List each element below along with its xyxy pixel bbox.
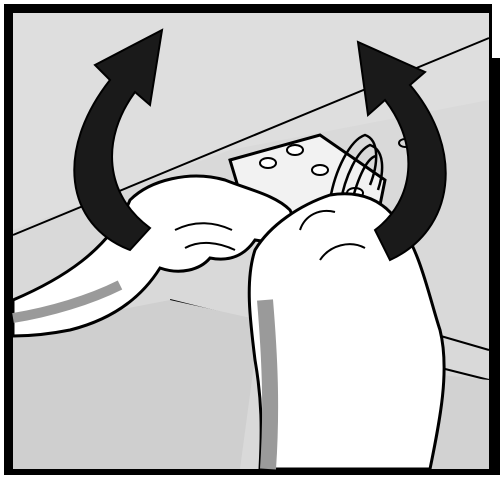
frame-shadow	[492, 58, 500, 475]
